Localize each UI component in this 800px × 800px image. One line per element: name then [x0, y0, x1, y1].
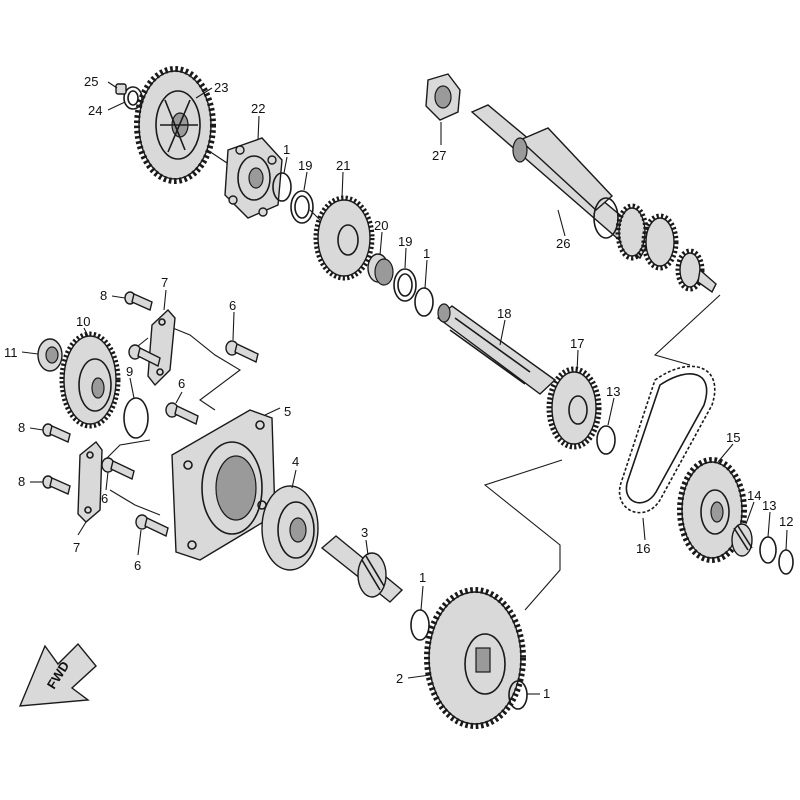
callout-22: 22 [251, 101, 265, 116]
callout-leaders [21, 81, 788, 695]
part-5-housing [171, 409, 276, 561]
part-6-bolt-1 [225, 340, 259, 363]
part-7-plate-bottom [77, 440, 103, 523]
callout-2: 2 [396, 671, 403, 686]
callout-20: 20 [374, 218, 388, 233]
part-16-chain [618, 365, 716, 514]
callout-13-right: 13 [762, 498, 776, 513]
part-6-bolt-4 [135, 514, 169, 537]
part-13-washer-mid [596, 425, 616, 455]
callout-3: 3 [361, 525, 368, 540]
callout-1-top: 1 [283, 142, 290, 157]
callout-7-top: 7 [161, 275, 168, 290]
callout-9: 9 [126, 364, 133, 379]
part-17-gear [546, 366, 602, 450]
part-19-washer-top [290, 190, 314, 224]
callout-16: 16 [636, 541, 650, 556]
callout-5: 5 [284, 404, 291, 419]
part-9-washer [123, 397, 149, 439]
part-25-bolt [115, 83, 127, 95]
part-15-gear [677, 457, 747, 563]
part-7-plate-top [147, 308, 176, 387]
callout-labels: 25 24 23 22 1 19 21 20 19 1 27 26 18 17 … [4, 74, 793, 701]
part-23-gear [134, 66, 216, 184]
callout-21: 21 [336, 158, 350, 173]
callout-8-mid: 8 [18, 420, 25, 435]
callout-10: 10 [76, 314, 90, 329]
part-10-gear [59, 331, 121, 429]
callout-7-bottom: 7 [73, 540, 80, 555]
part-6-bolt-2 [165, 402, 199, 425]
callout-1-lower: 1 [419, 570, 426, 585]
callout-25: 25 [84, 74, 98, 89]
callout-18: 18 [497, 306, 511, 321]
part-6-bolt-3 [101, 457, 135, 480]
callout-27: 27 [432, 148, 446, 163]
part-13-washer-right [759, 536, 777, 564]
part-8-bolt-2 [42, 423, 71, 443]
part-8-bolt-3 [42, 475, 71, 495]
callout-23: 23 [214, 80, 228, 95]
callout-6-c: 6 [101, 491, 108, 506]
part-2-gear [424, 587, 526, 729]
part-22-holder [224, 137, 283, 219]
part-12-circlip [778, 549, 794, 575]
callout-12: 12 [779, 514, 793, 529]
callout-8-top: 8 [100, 288, 107, 303]
callout-15: 15 [726, 430, 740, 445]
part-8-bolt-1 [124, 291, 153, 311]
part-1-circlip-bottom [508, 680, 528, 710]
callout-19-top: 19 [298, 158, 312, 173]
callout-8-bottom: 8 [18, 474, 25, 489]
callout-19-lower: 19 [398, 234, 412, 249]
fwd-arrow-icon [18, 642, 97, 707]
part-27-nut [425, 73, 461, 121]
callout-4: 4 [292, 454, 299, 469]
part-20-bushing [367, 253, 394, 286]
callout-24: 24 [88, 103, 102, 118]
callout-17: 17 [570, 336, 584, 351]
callout-6-a: 6 [229, 298, 236, 313]
callout-26: 26 [556, 236, 570, 251]
part-1-circlip-second [414, 287, 434, 317]
part-18-shaft [436, 303, 557, 395]
part-19-washer-lower [393, 268, 417, 302]
part-3-shaft [320, 535, 404, 603]
part-1-circlip-top [272, 172, 292, 202]
callout-6-b: 6 [178, 376, 185, 391]
part-6-bolt-5 [128, 344, 161, 368]
part-26-shaft [470, 104, 717, 294]
callout-6-d: 6 [134, 558, 141, 573]
part-24-washer [123, 86, 143, 110]
part-1-circlip-lower [410, 609, 430, 641]
callout-13-mid: 13 [606, 384, 620, 399]
part-14-bearing [731, 523, 753, 557]
callout-1-bottom: 1 [543, 686, 550, 701]
part-21-gear [313, 195, 375, 281]
callout-1-second: 1 [423, 246, 430, 261]
callout-14: 14 [747, 488, 761, 503]
part-11-nut [37, 338, 63, 372]
callout-11: 11 [4, 345, 18, 360]
part-4-bearing [261, 485, 319, 571]
